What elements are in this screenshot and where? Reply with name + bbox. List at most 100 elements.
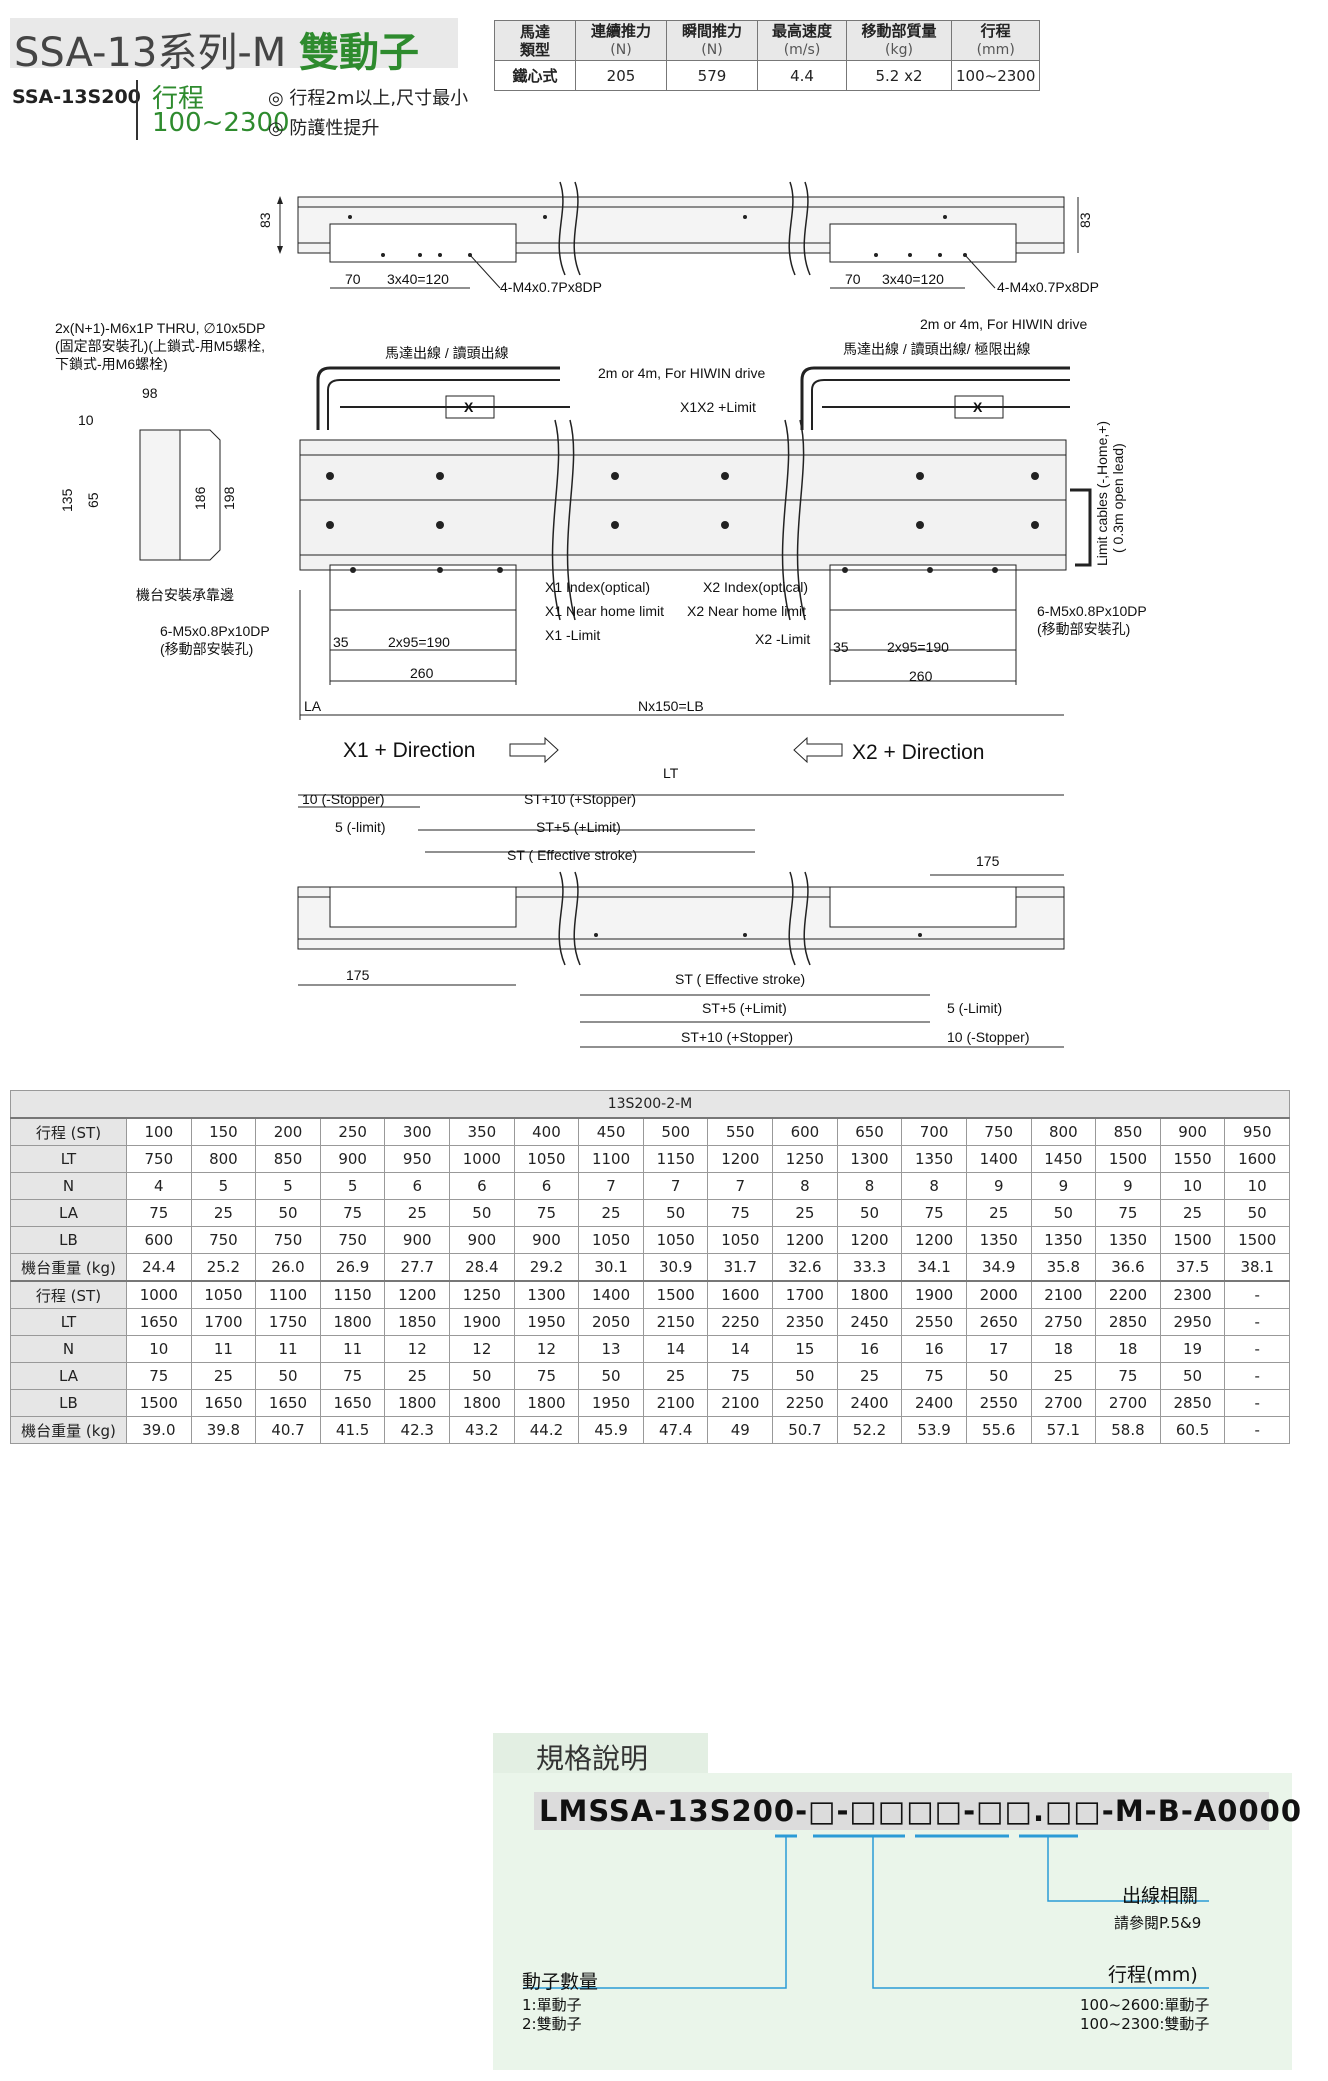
table-cell: 900 bbox=[319, 1145, 386, 1173]
table-cell: 1200 bbox=[772, 1226, 838, 1254]
dim-3x40-right: 3x40=120 bbox=[882, 271, 944, 287]
table-cell: 1800 bbox=[836, 1280, 903, 1309]
mover-option-2: 2:雙動子 bbox=[522, 2015, 582, 2033]
table-cell: 6 bbox=[449, 1172, 515, 1200]
table-cell: 18 bbox=[1030, 1335, 1097, 1363]
table-cell: 32.6 bbox=[772, 1253, 838, 1282]
table-cell: 26.0 bbox=[255, 1253, 321, 1282]
stroke-section-label: 行程(mm) bbox=[1108, 1964, 1198, 1986]
table-cell: 10 bbox=[1224, 1172, 1290, 1200]
table-cell: 1300 bbox=[513, 1280, 580, 1309]
spec-cell: 205 bbox=[575, 60, 667, 91]
row-header: LT bbox=[10, 1145, 127, 1173]
table-cell: 1600 bbox=[1224, 1145, 1290, 1173]
table-cell: 75 bbox=[1095, 1362, 1161, 1390]
table-cell: 1350 bbox=[1095, 1226, 1161, 1254]
dim-nx150: Nx150=LB bbox=[638, 698, 704, 714]
table-cell: 75 bbox=[513, 1362, 580, 1390]
x2-near-label: X2 Near home limit bbox=[687, 603, 806, 619]
table-cell: 50 bbox=[255, 1362, 321, 1390]
table-cell: 31.7 bbox=[707, 1253, 774, 1282]
stroke-value: 100~2300 bbox=[152, 108, 290, 138]
table-cell: 1400 bbox=[965, 1145, 1032, 1173]
note-thru-2: (固定部安裝孔)(上鎖式-用M5螺栓, bbox=[55, 338, 265, 354]
table-cell: 25 bbox=[772, 1199, 838, 1227]
table-cell: 1650 bbox=[190, 1389, 257, 1417]
motor-cable-label: 馬達出線 / 讀頭出線 bbox=[385, 345, 509, 361]
table-cell: 35.8 bbox=[1030, 1253, 1097, 1282]
table-cell: 25 bbox=[642, 1362, 709, 1390]
table-cell: 1800 bbox=[319, 1308, 386, 1336]
table-cell: 12 bbox=[449, 1335, 515, 1363]
table-cell: 42.3 bbox=[384, 1416, 451, 1444]
table-cell: 1700 bbox=[190, 1308, 257, 1336]
table-cell: 30.9 bbox=[642, 1253, 709, 1282]
table-cell: 11 bbox=[255, 1335, 321, 1363]
table-cell: 36.6 bbox=[1095, 1253, 1161, 1282]
table-cell: 43.2 bbox=[449, 1416, 515, 1444]
table-cell: 1050 bbox=[190, 1280, 257, 1309]
table-cell: 1800 bbox=[384, 1389, 451, 1417]
table-cell: 1500 bbox=[126, 1389, 192, 1417]
motor-cable-limit-label: 馬達出線 / 讀頭出線/ 極限出線 bbox=[843, 341, 1030, 357]
table-cell: 14 bbox=[642, 1335, 709, 1363]
spec-cell: 4.4 bbox=[757, 60, 847, 91]
table-cell: 39.8 bbox=[190, 1416, 257, 1444]
table-cell: 50.7 bbox=[772, 1416, 838, 1444]
table-cell: 9 bbox=[1095, 1172, 1161, 1200]
title-background bbox=[10, 18, 458, 68]
dim-35-left: 35 bbox=[333, 634, 349, 650]
table-cell: 1050 bbox=[513, 1145, 580, 1173]
row-header: LT bbox=[10, 1308, 127, 1336]
table-cell: 50 bbox=[642, 1199, 709, 1227]
table-cell: 2100 bbox=[642, 1389, 709, 1417]
table-cell: 14 bbox=[707, 1335, 774, 1363]
row-header: 機台重量 (kg) bbox=[10, 1253, 127, 1282]
table-cell: 850 bbox=[1095, 1117, 1161, 1146]
divider bbox=[136, 80, 138, 140]
table-cell: 1200 bbox=[384, 1280, 451, 1309]
x1-minus-label: X1 -Limit bbox=[545, 627, 600, 643]
dim-260-right: 260 bbox=[909, 668, 933, 684]
st5-label-b: ST+5 (+Limit) bbox=[702, 1000, 787, 1016]
table-cell: 1850 bbox=[384, 1308, 451, 1336]
table-cell: 2550 bbox=[965, 1389, 1032, 1417]
connector-x-left: X bbox=[464, 399, 474, 415]
table-cell: 1450 bbox=[1030, 1145, 1097, 1173]
table-cell: 12 bbox=[384, 1335, 451, 1363]
table-cell: 24.4 bbox=[126, 1253, 192, 1282]
table-cell: 25 bbox=[190, 1362, 257, 1390]
stroke-label: 行程 bbox=[152, 84, 205, 114]
mover-section-label: 動子數量 bbox=[522, 1971, 599, 1993]
row-header: 機台重量 (kg) bbox=[10, 1416, 127, 1444]
table-cell: 1250 bbox=[772, 1145, 838, 1173]
row-header: N bbox=[10, 1335, 127, 1363]
table-cell: 16 bbox=[901, 1335, 967, 1363]
table-cell: 1100 bbox=[255, 1280, 321, 1309]
table-cell: 75 bbox=[126, 1199, 192, 1227]
table-cell: 10 bbox=[126, 1335, 192, 1363]
table-cell: 1400 bbox=[578, 1280, 644, 1309]
table-cell: - bbox=[1224, 1416, 1290, 1444]
x1-direction: X1 + Direction bbox=[343, 739, 475, 762]
spec-cell: 579 bbox=[666, 60, 758, 91]
spec-table: 馬達類型 連續推力(N) 瞬間推力(N) 最高速度(m/s) 移動部質量(kg)… bbox=[494, 20, 1041, 91]
table-cell: 2000 bbox=[965, 1280, 1032, 1309]
table-cell: 2200 bbox=[1095, 1280, 1161, 1309]
table-cell: 1350 bbox=[965, 1226, 1032, 1254]
table-cell: 650 bbox=[836, 1117, 903, 1146]
table-cell: 41.5 bbox=[319, 1416, 386, 1444]
order-code: LMSSA-13S200-□-□□□□-□□.□□-M-B-A0000 bbox=[539, 1794, 1303, 1828]
dim-135: 135 bbox=[59, 488, 75, 512]
table-cell: 30.1 bbox=[578, 1253, 644, 1282]
limit-5-label: 5 (-limit) bbox=[335, 819, 386, 835]
x1-near-label: X1 Near home limit bbox=[545, 603, 664, 619]
table-cell: 850 bbox=[255, 1145, 321, 1173]
table-cell: 600 bbox=[772, 1117, 838, 1146]
st-effective-label-b: ST ( Effective stroke) bbox=[675, 971, 805, 987]
dim-3x40-left: 3x40=120 bbox=[387, 271, 449, 287]
order-tab bbox=[493, 1733, 708, 1775]
